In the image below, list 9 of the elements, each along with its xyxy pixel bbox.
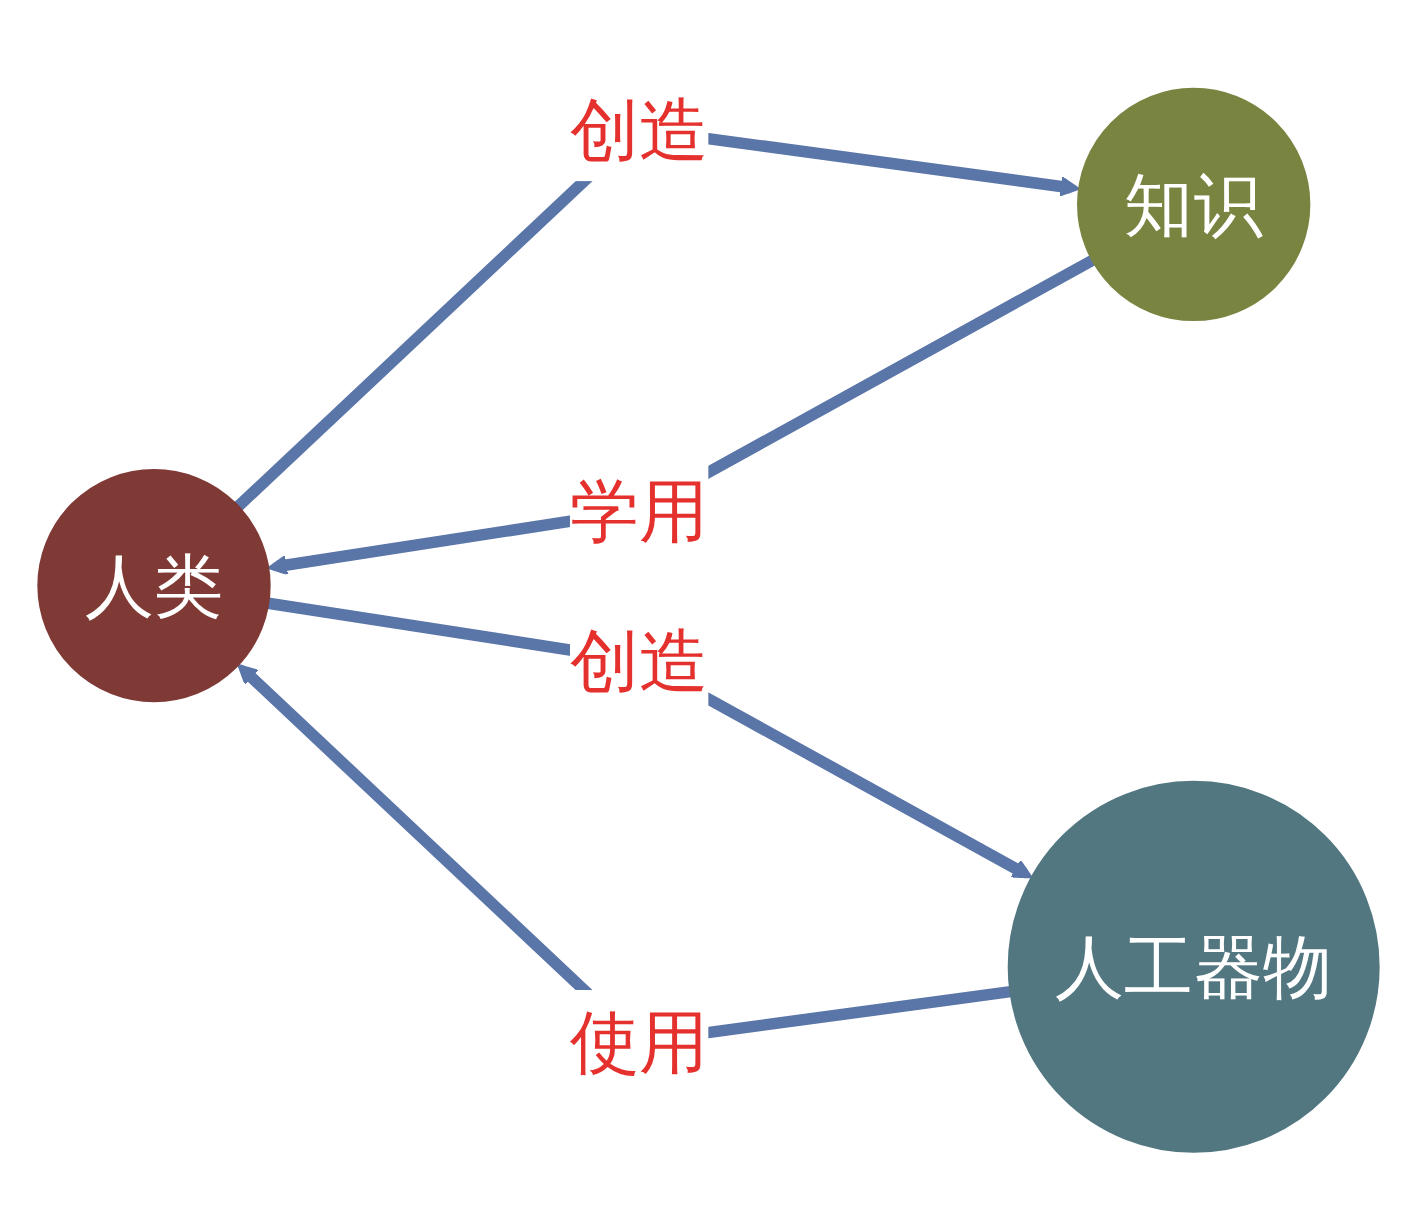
node-circle: 人类 (37, 468, 271, 703)
edge-label: 创造 (569, 620, 709, 702)
edge-label: 学用 (569, 470, 709, 551)
arrow (267, 255, 1096, 576)
edge-label: 使用 (569, 1001, 709, 1083)
node-circle: 知识 (1077, 87, 1311, 322)
node-circle: 人工器物 (1007, 780, 1380, 1153)
edge-label: 创造 (569, 88, 709, 170)
arrow (267, 597, 1033, 879)
